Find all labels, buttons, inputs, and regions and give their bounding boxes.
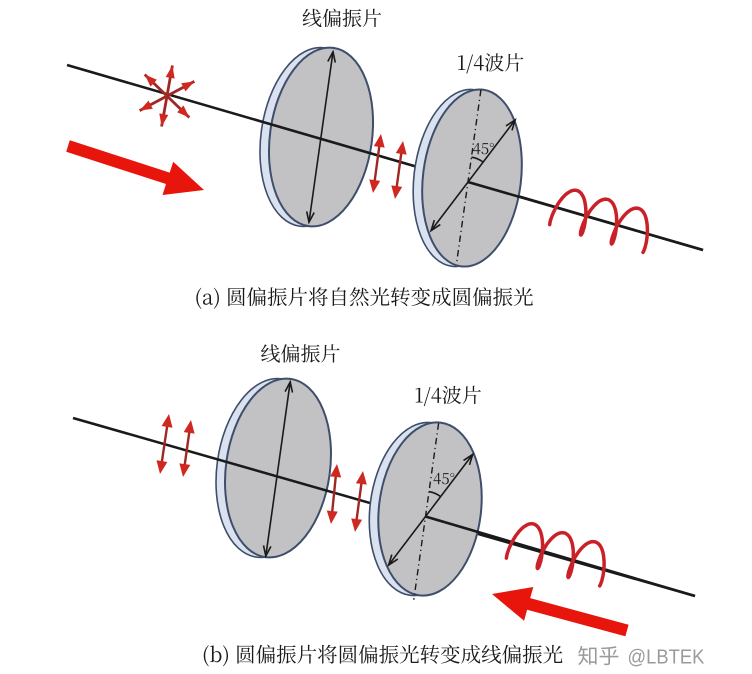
- panel-b-exit-linear-wave-arrow-2-up-head: [183, 420, 195, 434]
- panel-a-45deg-axis-arrow-shaft: [430, 119, 516, 232]
- watermark: [578, 645, 705, 667]
- panel-a-waveplate-label: [458, 53, 524, 74]
- panel-b-45deg-axis-arrow-shaft: [387, 453, 474, 566]
- panel-b-mid-linear-wave-arrow-2-shaft: [354, 477, 364, 526]
- natural-light-ray-head-6: [177, 105, 190, 118]
- panel-b-polarizer-transmission-axis-arrow-shaft: [265, 381, 291, 557]
- panel-a-linear-polarized-wave-arrow-2-up-head: [395, 141, 407, 155]
- panel-b-propagation-line-exit: [425, 515, 696, 598]
- panel-b-mid-linear-wave-arrow-1: [326, 464, 342, 524]
- panel-b-exit-linear-wave-arrow-1-down-head: [156, 460, 168, 474]
- panel-b-exit-linear-wave-arrow-2-down-head: [179, 463, 191, 477]
- panel-a-polarizer-label: [302, 8, 382, 28]
- panel-b-polarizer-transmission-axis-arrow-head-2: [262, 545, 272, 559]
- panel-b-mid-linear-wave-arrow-1-shaft: [330, 470, 338, 518]
- panel-a-angle-label: [473, 142, 494, 155]
- panel-b-mid-linear-wave-arrow-2-down-head: [351, 518, 363, 532]
- panel-a-polarizer-transmission-axis-arrow-head-2: [305, 211, 315, 225]
- panel-b-polarizer-transmission-axis-arrow: [262, 379, 294, 559]
- panel-a-linear-polarized-wave-arrow-1-up-head: [373, 134, 385, 148]
- panel-b-exit-linear-wave-arrow-1: [156, 414, 173, 474]
- panel-b: [72, 344, 696, 667]
- panel-b-quarter-wave-plate-disc: [368, 421, 483, 597]
- panel-a-45deg-axis-arrow: [429, 118, 517, 233]
- panel-a-circular-polarization-helix: [547, 188, 650, 255]
- panel-b-polarizer-label: [261, 344, 340, 363]
- panel-a-polarizer-transmission-axis-arrow-head-1: [327, 49, 337, 63]
- panel-b-light-direction-arrow: [492, 587, 629, 637]
- panel-a-linear-polarized-wave-arrow-2-down-head: [391, 185, 403, 199]
- natural-light-ray-head-2: [139, 100, 153, 111]
- panel-b-mid-linear-wave-arrow-1-up-head: [330, 464, 342, 478]
- panel-b-circular-polarization-helix: [504, 521, 606, 588]
- panel-b-exit-linear-wave-arrow-1-shaft: [159, 420, 170, 468]
- panel-b-mid-linear-wave-arrow-2: [351, 471, 367, 532]
- panel-b-angle-arc: [428, 490, 442, 498]
- panel-b-fast-axis-dashdot-line: [413, 423, 440, 600]
- panel-b-caption: [203, 644, 563, 667]
- panel-a-linear-polarized-wave-arrow-2-shaft: [394, 147, 404, 193]
- panel-a-45deg-axis-arrow-head-2: [429, 219, 441, 233]
- panel-a-light-direction-arrow: [66, 140, 204, 195]
- natural-light-ray-head-3: [165, 65, 175, 79]
- panel-b-quarter-wave-plate-disc-face: [377, 421, 483, 597]
- panel-a-caption: [196, 287, 533, 309]
- panel-a: [66, 8, 704, 309]
- panel-b-45deg-axis-arrow: [387, 452, 475, 567]
- panel-b-45deg-axis-arrow-head-1: [463, 452, 475, 466]
- panel-b-exit-linear-wave-arrow-2: [179, 420, 195, 477]
- natural-light-ray-head-5: [144, 74, 157, 87]
- panel-b-angle-label: [433, 472, 455, 485]
- panel-a-linear-polarized-wave-arrow-1-down-head: [369, 179, 381, 193]
- panel-a-linear-polarized-wave-arrow-1-shaft: [372, 140, 382, 187]
- natural-light-ray-head-1: [181, 81, 195, 92]
- panel-a-angle-arc: [471, 156, 484, 163]
- panel-a-linear-polarized-wave-arrow-1: [369, 134, 385, 193]
- panel-b-mid-linear-wave-arrow-2-up-head: [355, 471, 367, 485]
- panel-a-45deg-axis-arrow-head-1: [505, 118, 517, 131]
- panel-a-linear-polarized-wave-arrow-2: [391, 141, 407, 199]
- panel-b-exit-linear-wave-arrow-2-shaft: [182, 426, 192, 471]
- natural-light-ray-head-4: [159, 113, 169, 127]
- panel-b-exit-linear-wave-arrow-1-up-head: [161, 414, 173, 428]
- panel-b-mid-linear-wave-arrow-1-down-head: [326, 510, 338, 524]
- panel-a-polarizer-transmission-axis-arrow: [305, 49, 337, 225]
- panel-b-polarizer-transmission-axis-arrow-head-1: [284, 379, 294, 393]
- panel-a-natural-light-star: [138, 65, 196, 127]
- panel-a-polarizer-transmission-axis-arrow-shaft: [308, 51, 334, 223]
- panel-b-waveplate-label: [415, 385, 481, 406]
- panel-b-45deg-axis-arrow-head-2: [387, 554, 399, 567]
